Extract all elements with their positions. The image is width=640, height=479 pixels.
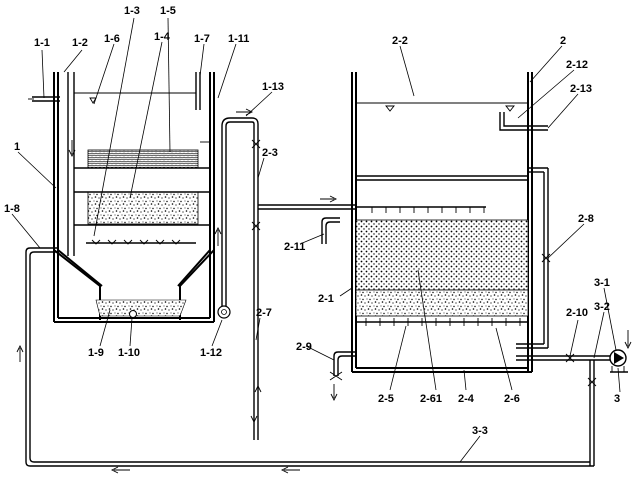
label-2-8: 2-8	[578, 213, 594, 225]
label-2-4: 2-4	[458, 393, 475, 405]
label-1-6: 1-6	[104, 33, 120, 45]
filter-media-2-61	[355, 219, 529, 291]
pump-3	[587, 330, 632, 466]
label-3-3: 3-3	[472, 425, 488, 437]
label-2-5: 2-5	[378, 393, 394, 405]
label-3: 3	[614, 393, 620, 405]
label-1-7: 1-7	[194, 33, 210, 45]
return-pipe-3-3	[16, 247, 594, 474]
label-1: 1	[14, 141, 20, 153]
label-2: 2	[560, 35, 566, 47]
label-2-3: 2-3	[262, 147, 278, 159]
pump-1-12	[217, 305, 231, 319]
label-1-8: 1-8	[4, 203, 20, 215]
sludge-bed	[95, 299, 187, 317]
component-labels: 1-1 1-2 1-3 1-5 1-4 1-6 1-7 1-11 1-13 1 …	[4, 5, 620, 437]
label-1-9: 1-9	[88, 347, 104, 359]
label-2-11: 2-11	[284, 241, 305, 253]
label-1-1: 1-1	[34, 37, 50, 49]
label-1-10: 1-10	[118, 347, 140, 359]
connecting-pipe-2-3	[250, 139, 356, 440]
label-2-12: 2-12	[566, 59, 588, 71]
label-2-2: 2-2	[392, 35, 408, 47]
label-2-10: 2-10	[566, 307, 588, 319]
label-1-11: 1-11	[228, 33, 249, 45]
label-2-61: 2-61	[420, 393, 442, 405]
leader-lines	[11, 17, 621, 463]
filter-layer-1-5	[87, 149, 199, 169]
label-3-2: 3-2	[594, 301, 610, 313]
tank-1	[28, 72, 259, 323]
label-1-13: 1-13	[262, 81, 284, 93]
flow-arrow-down	[68, 140, 76, 158]
tank-2	[321, 72, 610, 402]
diffuser-row-1	[91, 239, 181, 245]
label-3-1: 3-1	[594, 277, 610, 289]
label-2-6: 2-6	[504, 393, 520, 405]
label-1-2: 1-2	[72, 37, 88, 49]
distributor-row-2	[371, 207, 485, 213]
support-layer-2-6	[355, 289, 529, 317]
aerator-row-2-5	[365, 318, 521, 326]
label-2-7: 2-7	[256, 307, 272, 319]
flow-arrow-up	[214, 226, 222, 246]
label-1-5: 1-5	[160, 5, 176, 17]
label-2-13: 2-13	[570, 83, 592, 95]
label-1-4: 1-4	[154, 31, 171, 43]
label-2-1: 2-1	[318, 293, 334, 305]
label-1-3: 1-3	[124, 5, 140, 17]
label-2-9: 2-9	[296, 341, 312, 353]
sludge-outlet-1-10	[129, 310, 137, 318]
label-1-12: 1-12	[200, 347, 222, 359]
sand-layer-1-4	[87, 191, 199, 225]
